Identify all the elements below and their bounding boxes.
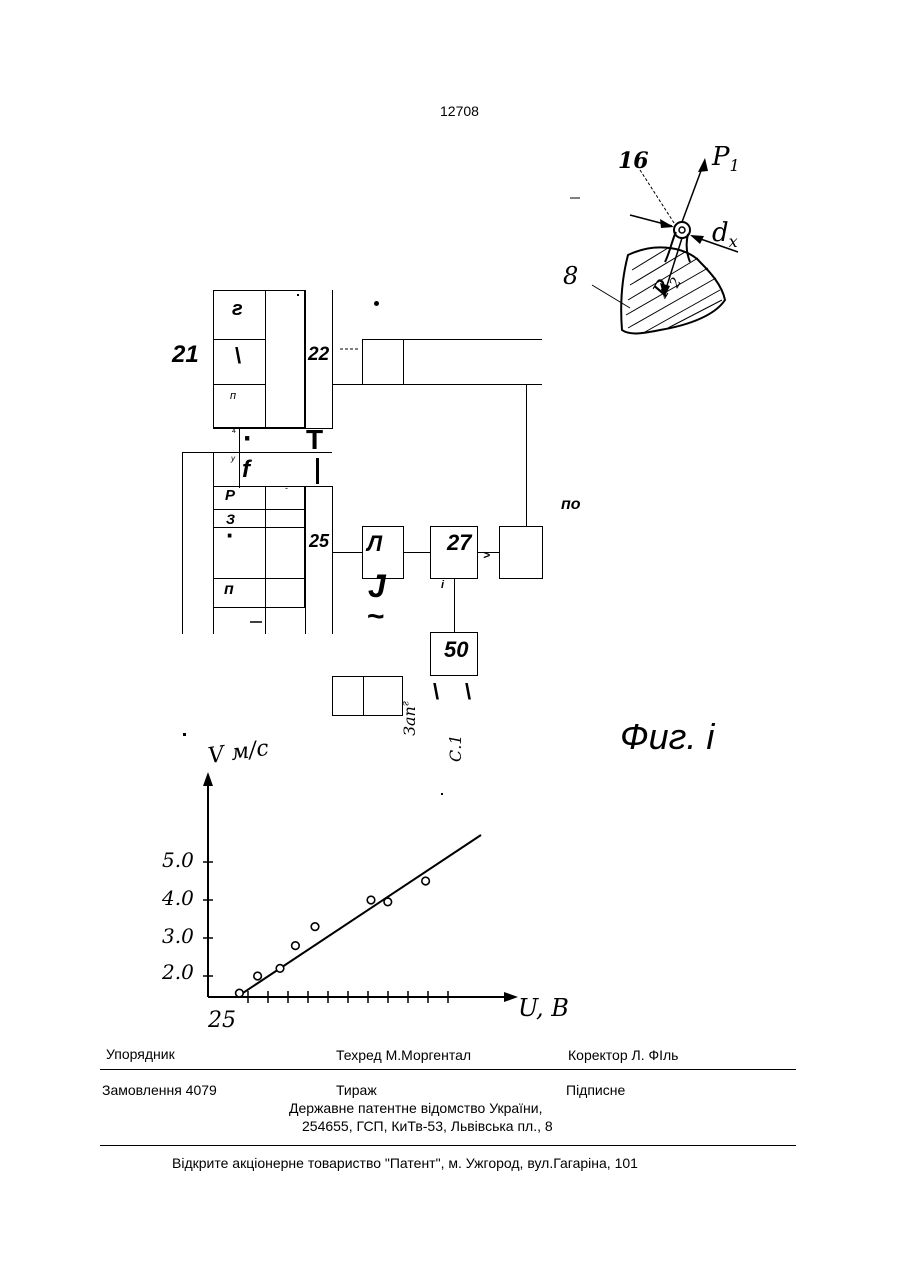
imprint-compiler: Упорядник bbox=[106, 1046, 175, 1062]
y-tick-label: 2.0 bbox=[162, 960, 194, 984]
chart-x-origin-label: 25 bbox=[208, 1008, 236, 1033]
chart-trend-line bbox=[237, 835, 481, 997]
imprint-corrector: Коректор Л. ФІль bbox=[568, 1047, 678, 1063]
chart-xlabel: U, B bbox=[518, 994, 569, 1022]
chart-point bbox=[276, 965, 284, 973]
chart-x-axis-arrow bbox=[504, 992, 518, 1002]
chart-point bbox=[422, 877, 430, 885]
imprint-office-line-1: Державне патентне відомство України, bbox=[289, 1100, 543, 1116]
y-tick-label: 3.0 bbox=[162, 924, 194, 948]
chart-point bbox=[311, 923, 319, 931]
imprint-office-line-2: 254655, ГСП, КиТв-53, Львівська пл., 8 bbox=[302, 1118, 553, 1134]
chart-point bbox=[384, 898, 392, 906]
imprint-techred: Техред М.Моргентал bbox=[336, 1047, 471, 1063]
chart-point bbox=[254, 972, 262, 980]
imprint-order: Замовлення 4079 bbox=[102, 1082, 217, 1098]
chart-point bbox=[367, 896, 375, 904]
imprint-circulation: Тираж bbox=[336, 1082, 377, 1098]
imprint-rule-2 bbox=[100, 1145, 796, 1146]
imprint-rule-1 bbox=[100, 1069, 796, 1070]
chart-point bbox=[236, 989, 244, 997]
imprint-subscription: Підписне bbox=[566, 1082, 625, 1098]
chart-point bbox=[292, 942, 300, 950]
imprint-publisher: Відкрите акціонерне товариство "Патент",… bbox=[172, 1155, 638, 1171]
y-tick-label: 4.0 bbox=[162, 886, 194, 910]
chart-y-axis-arrow bbox=[203, 772, 213, 786]
y-tick-label: 5.0 bbox=[162, 848, 194, 872]
